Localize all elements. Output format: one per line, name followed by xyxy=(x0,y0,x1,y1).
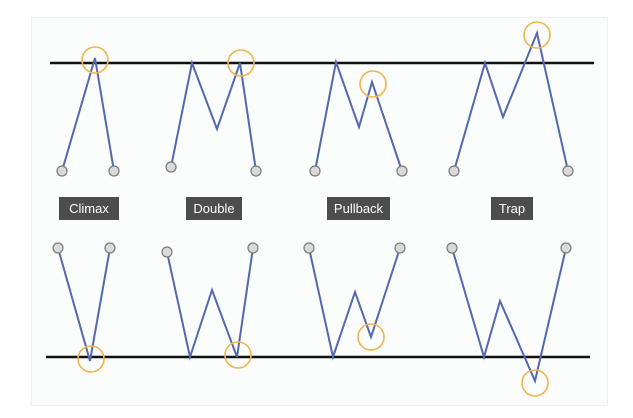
pullback-top-pattern xyxy=(314,58,403,172)
highlight-circle xyxy=(224,341,252,369)
endpoint-dot xyxy=(448,165,460,177)
trap-label: Trap xyxy=(491,197,533,220)
highlight-circle xyxy=(81,46,109,74)
endpoint-dot xyxy=(247,242,259,254)
highlight-circles xyxy=(77,21,551,397)
climax-top-pattern xyxy=(61,57,115,172)
highlight-circle xyxy=(77,345,105,373)
highlight-circle xyxy=(523,21,551,49)
endpoint-dot xyxy=(52,242,64,254)
highlight-circle xyxy=(521,369,549,397)
endpoint-dot xyxy=(104,242,116,254)
highlight-circle xyxy=(357,323,385,351)
endpoint-dot xyxy=(250,165,262,177)
endpoint-dot xyxy=(303,242,315,254)
trap-top-pattern xyxy=(453,29,569,172)
climax-bottom-pattern xyxy=(57,247,111,362)
endpoint-dot xyxy=(56,165,68,177)
highlight-circle xyxy=(359,70,387,98)
endpoint-dot xyxy=(161,246,173,258)
endpoint-dot xyxy=(165,161,177,173)
endpoint-dot xyxy=(394,242,406,254)
pullback-label: Pullback xyxy=(327,197,390,220)
double-bottom-pattern xyxy=(166,247,254,361)
climax-label: Climax xyxy=(59,197,119,220)
trap-bottom-pattern xyxy=(451,247,567,385)
double-top-pattern xyxy=(170,59,257,172)
double-label: Double xyxy=(186,197,242,220)
endpoint-dot xyxy=(108,165,120,177)
endpoint-dot xyxy=(560,242,572,254)
endpoint-dots xyxy=(52,161,574,258)
highlight-circle xyxy=(227,49,255,77)
endpoint-dot xyxy=(309,165,321,177)
pullback-bottom-pattern xyxy=(308,247,401,361)
endpoint-dot xyxy=(562,165,574,177)
endpoint-dot xyxy=(446,242,458,254)
endpoint-dot xyxy=(396,165,408,177)
